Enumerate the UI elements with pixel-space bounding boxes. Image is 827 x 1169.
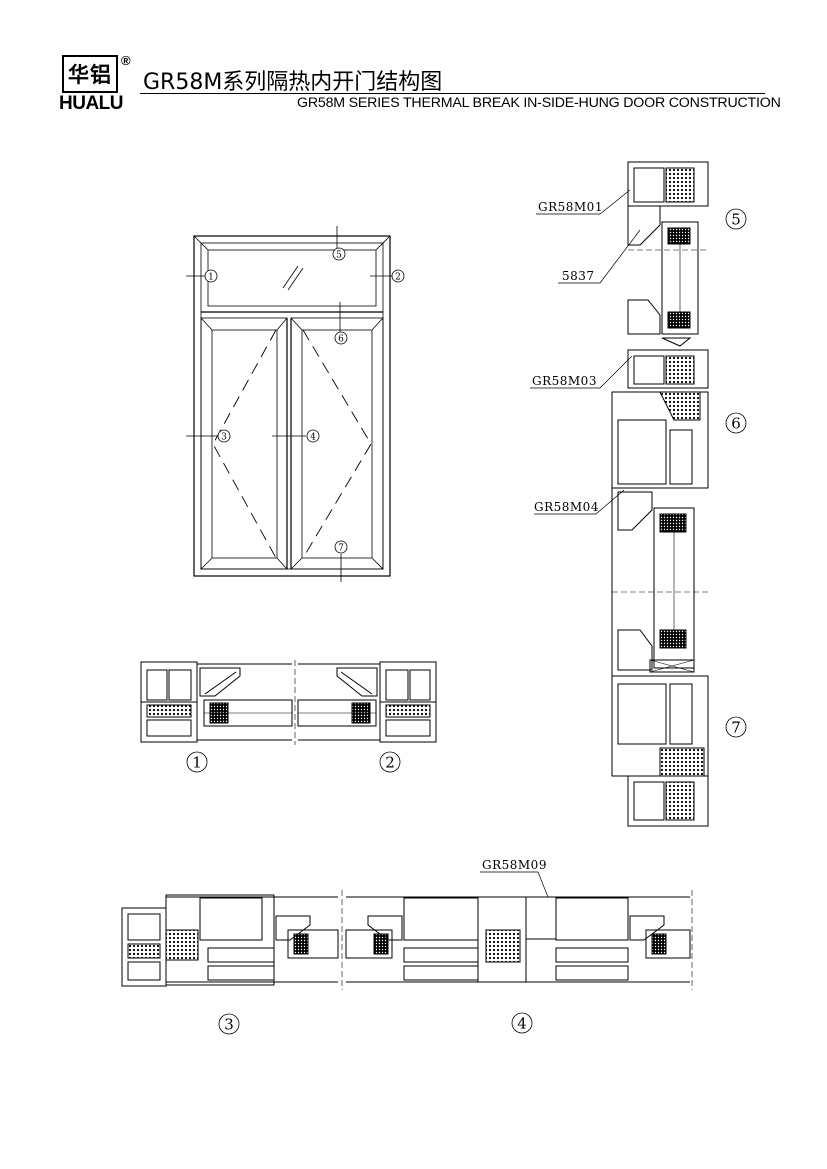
section-label-6 [725,412,747,434]
marker-4 [306,429,320,443]
section-label-7 [725,716,747,738]
section-3-4-labels: 3 4 [218,1012,533,1035]
vertical-section-labels: 5 6 7 [725,208,747,738]
section-label-2 [379,751,401,773]
svg-text:4: 4 [310,433,316,443]
svg-text:3: 3 [221,433,227,443]
marker-7 [334,540,348,554]
svg-text:1: 1 [208,273,214,283]
logo-mark: 华铝 [62,55,118,93]
marker-3 [217,429,231,443]
section-1-2 [140,660,437,745]
door-elevation [186,226,392,582]
transom-glass [207,249,377,307]
svg-text:7: 7 [338,544,344,554]
vertical-section [530,161,709,827]
registered-mark: ® [121,53,131,68]
svg-text:2: 2 [395,273,401,283]
section-1-2-labels: 1 2 [186,751,401,773]
section-3-4 [121,871,693,990]
section-label-5 [725,208,747,230]
svg-text:2: 2 [385,754,395,772]
logo-cn-text: 华铝 [68,63,112,87]
svg-text:1: 1 [192,754,202,772]
svg-text:6: 6 [338,335,344,345]
outer-frame [193,235,391,577]
right-leaf [290,317,384,570]
left-leaf [200,317,288,570]
marker-5 [332,247,346,261]
svg-text:3: 3 [224,1016,234,1034]
marker-6 [334,331,348,345]
svg-text:4: 4 [517,1015,527,1033]
label-gr58m01: GR58M01 [538,200,603,214]
marker-1 [204,269,218,283]
svg-text:5: 5 [336,251,342,261]
section-label-1 [186,751,208,773]
logo-en-text: HUALU [59,93,124,114]
title-chinese: GR58M系列隔热内开门结构图 [143,70,443,95]
label-gr58m09: GR58M09 [482,858,547,872]
title-english: GR58M SERIES THERMAL BREAK IN-SIDE-HUNG … [297,95,781,111]
svg-text:6: 6 [731,415,741,433]
vertical-section-codes: GR58M01 5837 GR58M03 GR58M04 [532,200,603,514]
section-label-4 [511,1012,533,1034]
svg-text:5: 5 [731,211,741,229]
section-label-3 [218,1013,240,1035]
title-underline [140,93,765,94]
label-gr58m04: GR58M04 [534,500,599,514]
label-gr58m03: GR58M03 [532,374,597,388]
marker-2 [391,269,405,283]
elevation-markers: 1 2 3 4 5 6 7 [204,247,405,554]
svg-text:7: 7 [731,719,741,737]
label-5837: 5837 [562,269,595,283]
